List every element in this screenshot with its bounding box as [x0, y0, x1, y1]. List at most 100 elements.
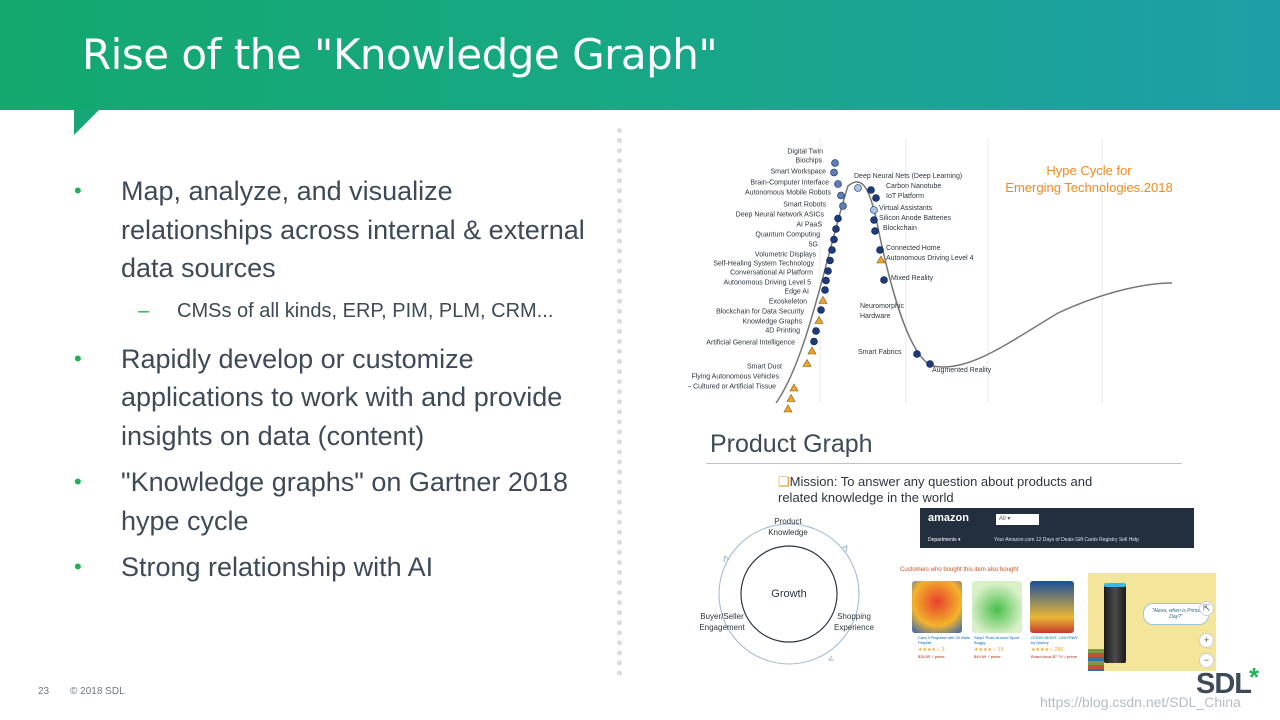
- amazon-nav: Your Amazon.com 12 Days of Deals Gift Ca…: [994, 537, 1139, 543]
- hype-label: Smart Dust: [747, 364, 782, 371]
- hype-marker-dot: [837, 191, 845, 200]
- bullet-item: • Map, analyze, and visualize relationsh…: [74, 172, 594, 288]
- hype-label: Digital Twin: [787, 149, 823, 156]
- hype-marker-triangle: [818, 295, 828, 304]
- hype-marker-dot: [926, 360, 934, 368]
- amazon-header: amazon All ▾ Departments ▾ Your Amazon.c…: [920, 508, 1194, 548]
- bullet-list: • Map, analyze, and visualize relationsh…: [74, 172, 594, 595]
- hype-marker-dot: [880, 276, 888, 284]
- hype-marker-dot: [871, 227, 879, 235]
- hype-label: Quantum Computing: [755, 232, 820, 239]
- hype-marker-dot: [812, 327, 820, 335]
- product-price: $28.55 ✓prime: [918, 654, 945, 659]
- hype-marker-dot: [831, 159, 839, 167]
- checkbox-icon: ❑: [778, 474, 790, 489]
- hype-marker-dot: [832, 225, 840, 233]
- sdl-logo: SDL *: [1196, 662, 1259, 701]
- hype-marker-dot: [822, 276, 830, 285]
- hype-marker-dot: [810, 337, 818, 346]
- hype-marker-dot: [870, 206, 878, 214]
- hype-label: Augmented Reality: [932, 367, 992, 374]
- hype-marker-dot: [854, 184, 862, 192]
- hype-label: Volumetric Displays: [755, 252, 817, 259]
- hype-marker-dot: [830, 235, 838, 244]
- hype-curve: [775, 181, 1173, 404]
- sub-bullet-text: CMSs of all kinds, ERP, PIM, PLM, CRM...: [177, 299, 554, 322]
- hype-label: Deep Neural Nets (Deep Learning): [854, 173, 962, 180]
- echo-light-ring: [1104, 583, 1126, 587]
- bullet-icon: •: [74, 469, 82, 494]
- cycle-node-label: Buyer/Seller: [700, 612, 744, 621]
- hype-label: Self-Healing System Technology: [713, 261, 814, 268]
- hype-label: 5G: [809, 242, 818, 249]
- growth-circle: [740, 545, 838, 643]
- amazon-screenshot: amazon All ▾ Departments ▾ Your Amazon.c…: [892, 508, 1222, 671]
- product-image: [912, 581, 962, 633]
- logo-star-icon: *: [1249, 662, 1259, 692]
- product-price: Board book $7.79 ✓prime: [1031, 654, 1078, 659]
- bullet-text: "Knowledge graphs" on Gartner 2018 hype …: [121, 467, 568, 536]
- arrow-icon: [841, 545, 848, 553]
- hype-gridlines: [819, 138, 1103, 403]
- hype-marker-dot: [817, 306, 825, 314]
- cycle-center-label: Growth: [771, 588, 806, 600]
- growth-cycle-diagram: Growth Product Knowledge Buyer/Seller En…: [699, 517, 875, 665]
- mission-line: Mission: To answer any question about pr…: [789, 474, 1093, 489]
- hype-label: Exoskeleton: [769, 299, 807, 306]
- product-caption: Step2 Push Around Sport Buggy: [974, 635, 1020, 645]
- bullet-icon: •: [74, 554, 82, 579]
- bullet-item: • Rapidly develop or customize applicati…: [74, 340, 594, 456]
- hype-marker-dot: [839, 202, 847, 210]
- bullet-icon: •: [74, 345, 82, 371]
- speech-bubble: "Alexa, when is Prime Day?": [1143, 603, 1209, 625]
- product-graph-title: Product Graph: [710, 430, 873, 458]
- hype-marker-dot: [828, 246, 836, 254]
- hype-title-line: Hype Cycle for: [1046, 163, 1132, 178]
- arrow-icon: [828, 655, 834, 661]
- hype-label: Blockchain for Data Security: [716, 309, 804, 316]
- hype-right-labels: Deep Neural Nets (Deep Learning)Carbon N…: [854, 173, 992, 374]
- title-underline: [706, 463, 1182, 464]
- hype-marker-triangle: [783, 404, 793, 413]
- hype-label: Autonomous Driving Level 4: [886, 255, 974, 262]
- sub-bullet-item: – CMSs of all kinds, ERP, PIM, PLM, CRM.…: [74, 296, 594, 326]
- column-divider: [617, 128, 622, 676]
- dash-icon: –: [138, 299, 150, 322]
- hype-marker-triangle: [807, 346, 817, 355]
- hype-label: Neuromorphic: [860, 303, 904, 310]
- arrow-icon: [723, 554, 730, 563]
- title-bar: [0, 0, 1280, 110]
- outer-ring: [718, 523, 860, 665]
- product-caption: GOOD NIGHT, LIGHTNIN' by Disney: [1031, 635, 1078, 645]
- hype-label: Knowledge Graphs: [742, 319, 802, 326]
- hype-label: Virtual Assistants: [879, 205, 933, 212]
- hype-label: Silicon Anode Batteries: [879, 215, 951, 222]
- hype-label: Edge AI: [784, 289, 809, 296]
- cycle-node-label: Experience: [834, 623, 875, 632]
- hype-label: 4D Printing: [765, 328, 800, 335]
- hype-label: Brain-Computer Interface: [750, 180, 829, 187]
- bullet-item: • Strong relationship with AI: [74, 548, 594, 587]
- hype-marker-dot: [821, 286, 829, 294]
- hype-label: Smart Workspace: [771, 169, 827, 176]
- cycle-node-label: Knowledge: [768, 528, 808, 537]
- zoom-in-icon[interactable]: +: [1199, 633, 1214, 648]
- alexa-panel: "Alexa, when is Prime Day?" ⇱ + −: [1088, 573, 1216, 671]
- hype-marker-dot: [867, 186, 875, 194]
- hype-marker-dot: [824, 267, 832, 275]
- page-title: Rise of the "Knowledge Graph": [82, 30, 718, 79]
- hype-label: Mixed Reality: [891, 275, 934, 282]
- hype-label: Autonomous Mobile Robots: [745, 190, 831, 197]
- hype-marker-triangle: [802, 358, 812, 367]
- hype-marker-dot: [876, 246, 884, 254]
- hype-label: AI PaaS: [796, 222, 822, 229]
- expand-icon[interactable]: ⇱: [1199, 601, 1214, 616]
- amazon-logo: amazon: [928, 512, 969, 524]
- books-image: [1088, 649, 1104, 671]
- hype-label: IoT Platform: [886, 193, 924, 200]
- hype-label: Artificial General Intelligence: [706, 340, 795, 347]
- zoom-out-icon[interactable]: −: [1199, 653, 1214, 668]
- hype-marker-dot: [834, 180, 842, 188]
- hype-marker-dot: [870, 216, 878, 224]
- hype-marker-dot: [872, 194, 880, 202]
